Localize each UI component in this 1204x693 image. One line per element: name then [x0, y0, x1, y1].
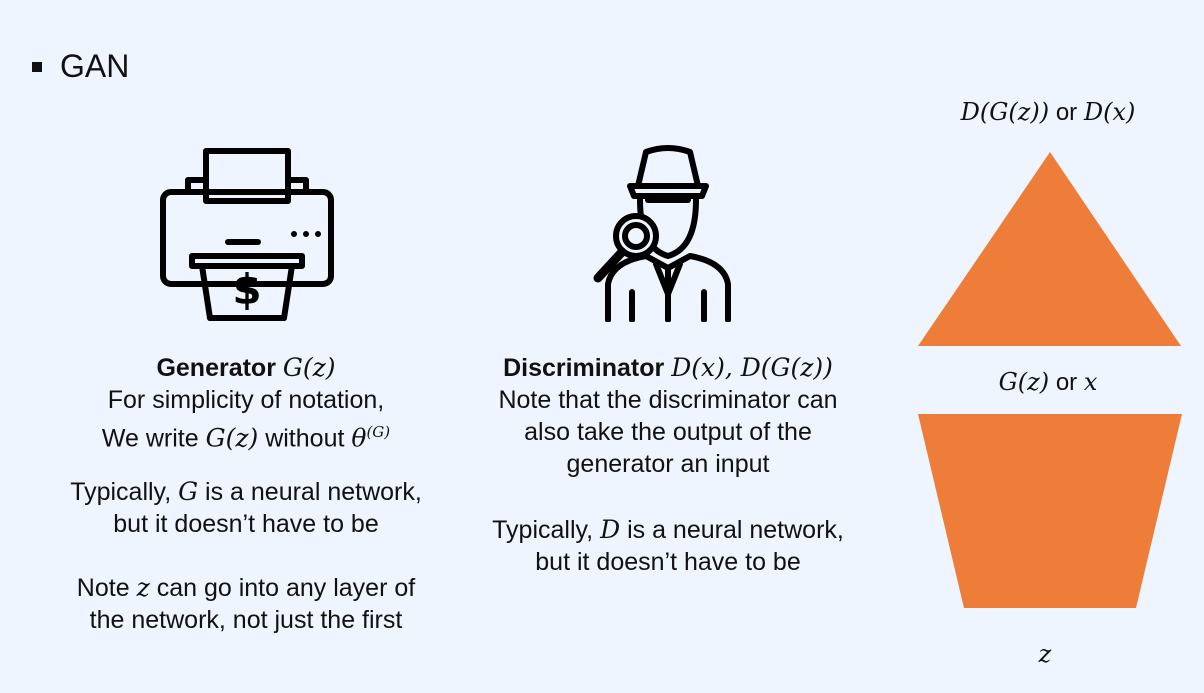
generator-para3-line2: the network, not just the first	[89, 606, 403, 635]
generator-heading-label: Generator	[156, 354, 276, 382]
generator-para2-line2: but it doesn’t have to be	[113, 510, 379, 539]
discriminator-heading-label: Discriminator	[503, 354, 665, 382]
generator-para2-post: is a neural network,	[205, 478, 422, 507]
generator-para2-math: G	[178, 477, 199, 507]
discriminator-para2-pre: Typically,	[492, 516, 594, 544]
generator-description: Generator G(z) For simplicity of notatio…	[20, 352, 472, 636]
bullet-square-icon	[32, 61, 42, 72]
discriminator-para2-post: is a neural network,	[627, 516, 844, 544]
generator-theta: θ	[351, 423, 367, 453]
money-printer-icon: $	[160, 148, 334, 321]
generator-line1: For simplicity of notation,	[107, 386, 385, 414]
slide-title: GAN	[60, 48, 130, 84]
svg-text:$: $	[232, 265, 261, 314]
middle-math-gz: G(z)	[998, 368, 1050, 396]
output-math-dx: D(x)	[1083, 98, 1136, 126]
generator-heading: Generator G(z)	[20, 352, 472, 384]
generator-network-shape	[918, 414, 1182, 608]
generator-para2-pre: Typically,	[70, 478, 172, 507]
discriminator-para2-line2: but it doesn’t have to be	[535, 548, 801, 576]
generator-para3-post: can go into any layer of	[156, 574, 416, 603]
discriminator-line2: also take the output of the	[524, 418, 812, 446]
detective-icon	[593, 145, 731, 322]
generator-theta-sup: (G)	[366, 423, 391, 441]
middle-or: or	[1055, 369, 1078, 396]
middle-math-x: x	[1083, 368, 1098, 396]
generator-line2-pre: We write	[101, 424, 199, 453]
discriminator-heading: Discriminator D(x), D(G(z))	[448, 352, 888, 384]
discriminator-heading-math: D(x), D(G(z))	[671, 353, 833, 382]
generator-para3-pre: Note	[76, 574, 130, 603]
generator-heading-math: G(z)	[282, 353, 336, 382]
diagram-middle-label: G(z) or x	[930, 368, 1166, 397]
output-math-dgz: D(G(z))	[960, 98, 1050, 126]
discriminator-network-shape	[918, 152, 1181, 346]
input-math-z: z	[1038, 640, 1052, 668]
generator-para3-math: z	[136, 573, 150, 603]
slide-header: GAN	[32, 48, 129, 85]
output-or: or	[1055, 99, 1078, 126]
discriminator-para2: Typically, D is a neural network,	[448, 514, 888, 546]
generator-line2-mid: without	[265, 424, 345, 453]
generator-line2: We write G(z) without θ(G)	[20, 416, 472, 454]
generator-line2-math: G(z)	[205, 423, 259, 453]
discriminator-line1: Note that the discriminator can	[498, 386, 838, 414]
discriminator-line3: generator an input	[566, 450, 770, 478]
discriminator-para2-math: D	[600, 515, 621, 544]
diagram-output-label: D(G(z)) or D(x)	[930, 98, 1166, 127]
generator-para2: Typically, G is a neural network,	[20, 476, 472, 508]
discriminator-description: Discriminator D(x), D(G(z)) Note that th…	[448, 352, 888, 578]
generator-para3: Note z can go into any layer of	[20, 572, 472, 604]
diagram-input-label: z	[1000, 640, 1090, 669]
